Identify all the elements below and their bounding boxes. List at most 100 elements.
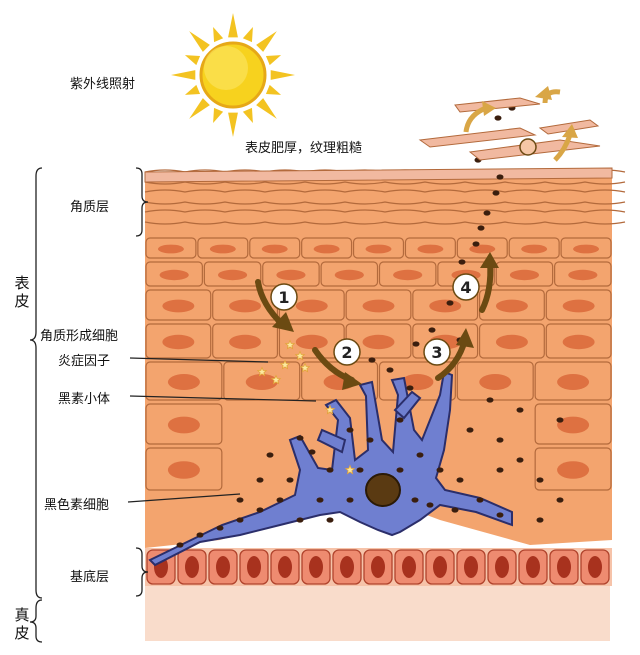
melanin-granule: [326, 467, 334, 473]
stratum-corneum-label: 角质层: [70, 200, 110, 215]
sun-ray: [213, 26, 224, 43]
keratinocyte-nucleus: [167, 461, 200, 479]
inflammatory-star: [270, 374, 282, 385]
melanocyte-nucleus: [365, 473, 401, 507]
melanin-granule: [216, 525, 224, 531]
melanin-granule: [356, 467, 364, 473]
flake: [418, 127, 537, 148]
corneum-layer-line: [144, 201, 626, 205]
melanin-granule: [466, 427, 474, 433]
melanin-granule: [386, 367, 394, 373]
inflammatory-star: [284, 339, 296, 350]
melanin-granule: [492, 190, 500, 196]
keratinocyte-nucleus: [295, 334, 328, 350]
sun-icon: [171, 13, 295, 137]
keratinocyte-cell: [145, 323, 212, 359]
step-marker-2: 2: [333, 338, 361, 366]
keratinocyte-nucleus: [229, 299, 262, 313]
keratinocyte-nucleus: [362, 299, 395, 313]
sun-ray: [189, 98, 210, 119]
keratinocyte-nucleus: [245, 374, 278, 390]
melanin-granule: [516, 457, 524, 463]
basal-cell-nucleus: [526, 556, 540, 578]
inflammatory-star: [344, 464, 356, 475]
keratinocyte-cell: [145, 447, 223, 491]
thickening-label: 表皮肥厚，纹理粗糙: [245, 141, 363, 156]
keratinocyte-nucleus: [429, 299, 462, 313]
melanin-granule: [516, 407, 524, 413]
basal-cell-nucleus: [402, 556, 416, 578]
keratinocyte-cell: [456, 237, 508, 259]
sun-ray: [256, 31, 277, 52]
basal-cell-nucleus: [371, 556, 385, 578]
arrowhead-4: [480, 252, 499, 268]
keratinocyte-nucleus: [157, 244, 184, 254]
keratinocyte-cell: [478, 323, 545, 359]
sun-ray: [265, 55, 282, 66]
basal-cell-nucleus: [588, 556, 602, 578]
melanocyte-cell: [148, 370, 513, 567]
inflammatory-star: [324, 404, 336, 415]
keratinocyte-nucleus: [557, 374, 590, 390]
basal-layer-cells: [145, 548, 612, 586]
melanin-granule: [496, 437, 504, 443]
dermis-area: [145, 585, 610, 641]
dermis-label: 真皮: [14, 606, 30, 642]
melanin-granule: [406, 385, 414, 391]
keratinocyte-nucleus: [562, 334, 595, 350]
keratinocyte-nucleus: [229, 334, 262, 350]
stratum-corneum-layers: [144, 167, 626, 225]
flake-arrow-head: [482, 101, 496, 116]
keratinocyte-nucleus: [167, 374, 200, 390]
melanin-granule: [316, 497, 324, 503]
melanin-granule: [256, 507, 264, 513]
sun-ray: [242, 107, 253, 124]
step-marker-3: 3: [423, 338, 451, 366]
melanin-granule: [396, 417, 404, 423]
keratinocyte-nucleus: [162, 299, 195, 313]
melanin-granule: [436, 467, 444, 473]
sun-ray: [184, 55, 201, 66]
melanin-granule: [428, 327, 436, 333]
melanin-granule: [536, 477, 544, 483]
sun-ray: [270, 70, 295, 80]
melanin-granule: [236, 517, 244, 523]
melanin-granule: [483, 210, 491, 216]
leader-melanocyte: [127, 493, 241, 503]
keratinocyte-cell: [554, 261, 612, 287]
keratinocyte-nucleus: [417, 244, 444, 254]
melanin-granule: [458, 259, 466, 265]
keratinocyte-nucleus: [217, 269, 248, 281]
melanin-granule: [486, 397, 494, 403]
keratinocyte-cell: [145, 289, 212, 321]
melanin-granule: [256, 477, 264, 483]
basal-cell-nucleus: [216, 556, 230, 578]
melanin-granule: [396, 467, 404, 473]
keratinocyte-cell: [495, 261, 554, 287]
epidermis-area: [145, 178, 612, 548]
keratinocyte-cell: [508, 237, 560, 259]
uv-radiation-label: 紫外线照射: [70, 77, 136, 92]
melanin-granule: [477, 225, 485, 231]
melanin-granule: [346, 497, 354, 503]
corneum-bracket: [135, 167, 149, 237]
keratinocyte-cell: [534, 403, 612, 445]
arrowhead-1: [272, 312, 294, 332]
keratinocyte-nucleus: [573, 244, 600, 254]
keratinocyte-nucleus: [557, 416, 590, 434]
inflammatory-star: [299, 362, 311, 373]
flake: [538, 119, 600, 135]
sun-ray: [265, 84, 282, 95]
melanin-granule: [496, 512, 504, 518]
sun-ray: [256, 98, 277, 119]
keratinocyte-nucleus: [313, 244, 340, 254]
keratinocyte-nucleus: [276, 269, 306, 281]
basal-layer-label: 基底层: [70, 570, 110, 585]
melanocyte-label: 黑色素细胞: [44, 498, 110, 513]
melanin-granule: [368, 357, 376, 363]
melanin-granule: [556, 497, 564, 503]
sun-ray: [228, 112, 238, 137]
keratinocyte-cell: [197, 237, 249, 259]
melanin-granule: [286, 477, 294, 483]
melanin-granule: [346, 427, 354, 433]
